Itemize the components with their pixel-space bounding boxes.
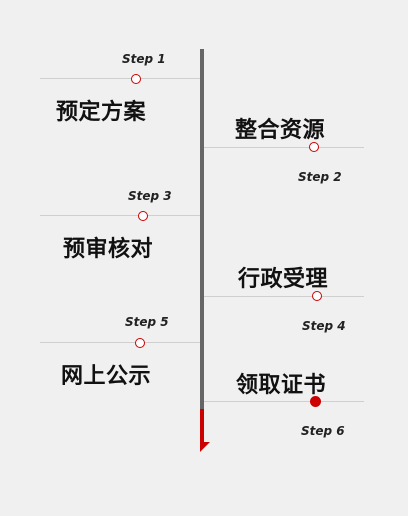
- step-divider: [40, 342, 200, 343]
- step-title: 网上公示: [61, 364, 152, 389]
- arrow-down-icon: [200, 442, 210, 452]
- step-title: 预审核对: [63, 237, 154, 262]
- step-dot: [312, 291, 322, 301]
- step-label: Step 1: [122, 52, 166, 66]
- step-title: 预定方案: [56, 100, 147, 125]
- step-dot: [138, 211, 148, 221]
- step-dot: [135, 338, 145, 348]
- timeline-bar-end: [200, 409, 204, 446]
- step-divider: [40, 215, 200, 216]
- step-divider: [204, 296, 364, 297]
- step-title: 整合资源: [235, 118, 326, 143]
- step-divider: [40, 78, 200, 79]
- step-dot: [309, 142, 319, 152]
- step-divider: [204, 147, 364, 148]
- step-label: Step 2: [298, 170, 342, 184]
- step-dot: [131, 74, 141, 84]
- step-title: 行政受理: [238, 267, 329, 292]
- step-label: Step 5: [125, 315, 169, 329]
- step-divider: [204, 401, 364, 402]
- step-label: Step 6: [301, 424, 345, 438]
- step-label: Step 4: [302, 319, 346, 333]
- step-dot-active: [310, 396, 321, 407]
- step-title: 领取证书: [236, 373, 327, 398]
- timeline-bar: [200, 49, 204, 409]
- step-label: Step 3: [128, 189, 172, 203]
